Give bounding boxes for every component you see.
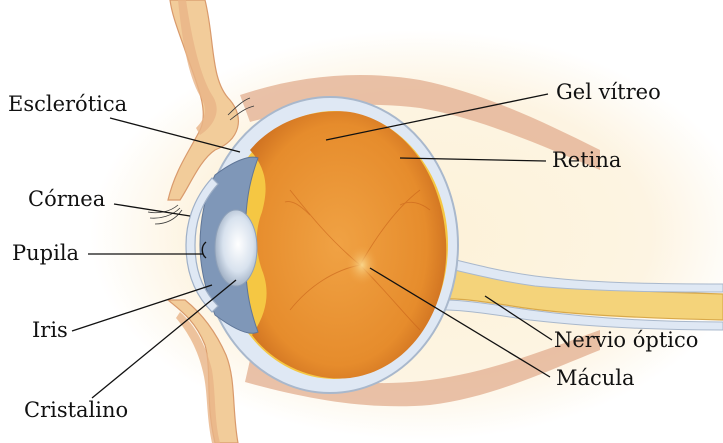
label-cristalino: Cristalino xyxy=(24,398,129,422)
pupil-bracket xyxy=(201,241,207,259)
leader-retina xyxy=(399,157,547,162)
label-macula: Mácula xyxy=(556,366,635,390)
label-gel-vitreo: Gel vítreo xyxy=(556,80,661,104)
optic-nerve-sheath xyxy=(414,249,723,293)
label-cornea: Córnea xyxy=(28,187,106,211)
cornea-shape xyxy=(185,177,219,313)
label-pupila: Pupila xyxy=(12,241,80,265)
label-nervio-optico: Nervio óptico xyxy=(554,328,699,352)
optic-nerve-sheath-lower xyxy=(419,299,723,331)
vitreous-body xyxy=(250,111,447,379)
leader-esclerotica xyxy=(109,117,241,153)
leader-cristalino xyxy=(91,279,237,399)
leader-iris xyxy=(71,284,213,332)
lower-eyelid-tissue xyxy=(166,299,239,443)
lens-shape xyxy=(214,209,258,287)
leader-gel-vitreo xyxy=(325,93,549,141)
label-retina: Retina xyxy=(552,148,622,172)
label-iris: Iris xyxy=(32,318,68,342)
leader-lines xyxy=(71,93,553,399)
lower-eyelid-skin xyxy=(176,312,220,443)
leader-nervio-optico xyxy=(484,295,553,341)
macula-spot xyxy=(346,245,378,285)
upper-eyelid-skin xyxy=(178,0,217,135)
leader-cornea xyxy=(113,203,191,217)
leader-macula xyxy=(369,267,551,378)
label-esclerotica: Esclerótica xyxy=(8,92,128,116)
